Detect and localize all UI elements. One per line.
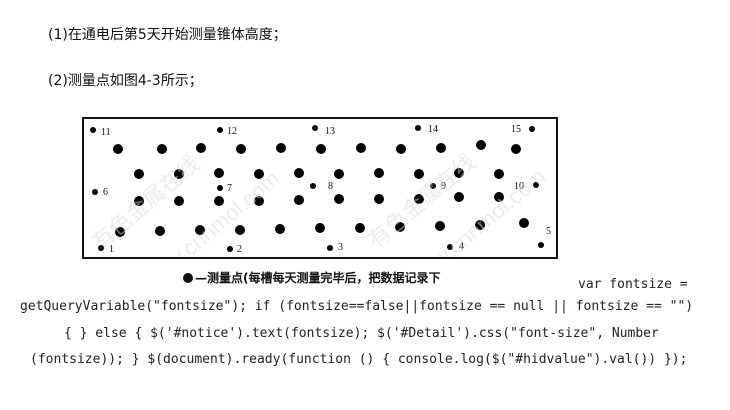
point-label-3: 3 — [338, 242, 343, 253]
measurement-point-markers — [90, 125, 544, 252]
measurement-dot — [174, 169, 184, 179]
measurement-dot — [214, 196, 224, 206]
point-marker-7 — [217, 185, 223, 191]
measurement-dot — [174, 196, 184, 206]
point-label-4: 4 — [459, 241, 464, 252]
measurement-dot — [254, 196, 264, 206]
measurement-dot — [195, 225, 205, 235]
point-marker-5 — [538, 242, 544, 248]
point-label-7: 7 — [227, 183, 232, 194]
measurement-dot — [355, 223, 365, 233]
measurement-dot — [294, 195, 304, 205]
measurement-dot — [414, 169, 424, 179]
point-label-5: 5 — [546, 226, 551, 237]
instruction-step-2: (2)测量点如图4-3所示； — [48, 73, 203, 89]
point-label-2: 2 — [237, 244, 242, 255]
diagram-canvas: 1 2 3 4 5 6 7 8 9 10 11 12 13 14 15 有色金属… — [87, 124, 551, 257]
point-label-8: 8 — [328, 181, 333, 192]
measurement-dots — [113, 140, 529, 237]
point-marker-10 — [533, 182, 539, 188]
measurement-dot — [374, 194, 384, 204]
measurement-dot — [334, 169, 344, 179]
measurement-dot — [356, 143, 366, 153]
point-label-12: 12 — [227, 126, 237, 137]
measurement-dot — [157, 144, 167, 154]
measurement-dot — [476, 140, 486, 150]
point-marker-15 — [529, 126, 535, 132]
point-marker-1 — [98, 245, 104, 251]
point-label-1: 1 — [109, 244, 114, 255]
point-marker-11 — [90, 127, 96, 133]
measurement-dot — [396, 144, 406, 154]
measurement-dot — [334, 194, 344, 204]
measurement-dot — [475, 220, 485, 230]
measurement-dot — [276, 143, 286, 153]
measurement-point-dot-icon — [183, 273, 193, 283]
measurement-dot — [454, 168, 464, 178]
watermarks: 有色金属在线 www.cnnmol.com 有色金属在线 www.cnnmol.… — [87, 149, 550, 257]
point-label-6: 6 — [103, 187, 108, 198]
measurement-dot — [113, 144, 123, 154]
measurement-dot — [235, 225, 245, 235]
measurement-dot — [134, 196, 144, 206]
legend-text: —测量点(每槽每天测量完毕后，把数据记录下 — [195, 271, 441, 285]
point-marker-9 — [430, 183, 436, 189]
point-label-13: 13 — [325, 126, 335, 137]
instruction-step-1: (1)在通电后第5天开始测量锥体高度； — [48, 27, 287, 43]
measurement-dot — [395, 222, 405, 232]
measurement-dot — [435, 221, 445, 231]
point-marker-14 — [415, 125, 421, 131]
measurement-dot — [196, 143, 206, 153]
measurement-dot — [494, 192, 504, 202]
point-marker-13 — [312, 125, 318, 131]
measurement-dot — [454, 192, 464, 202]
measurement-dot — [315, 223, 325, 233]
measurement-dot — [115, 227, 125, 237]
point-marker-2 — [227, 246, 233, 252]
measurement-point-diagram: 1 2 3 4 5 6 7 8 9 10 11 12 13 14 15 有色金属… — [82, 117, 558, 259]
point-label-14: 14 — [428, 124, 438, 135]
point-marker-12 — [217, 127, 223, 133]
code-line-4: (fontsize)); } $(document).ready(functio… — [30, 352, 688, 367]
code-line-1: var fontsize = — [578, 277, 688, 292]
point-marker-3 — [327, 245, 333, 251]
measurement-dot — [134, 169, 144, 179]
measurement-dot — [236, 144, 246, 154]
measurement-dot — [254, 169, 264, 179]
point-label-9: 9 — [441, 181, 446, 192]
code-line-3: { } else { $('#notice').text(fontsize); … — [64, 326, 659, 341]
point-labels: 1 2 3 4 5 6 7 8 9 10 11 12 13 14 15 — [101, 124, 551, 255]
point-marker-8 — [310, 183, 316, 189]
point-label-15: 15 — [511, 124, 521, 135]
measurement-dot — [214, 168, 224, 178]
measurement-dot — [275, 224, 285, 234]
legend: —测量点(每槽每天测量完毕后，把数据记录下 — [183, 269, 441, 286]
code-line-2: getQueryVariable("fontsize"); if (fontsi… — [20, 299, 694, 314]
measurement-dot — [414, 194, 424, 204]
measurement-dot — [494, 169, 504, 179]
measurement-dot — [294, 168, 304, 178]
point-label-11: 11 — [101, 127, 111, 138]
point-label-10: 10 — [514, 181, 524, 192]
measurement-dot — [155, 226, 165, 236]
measurement-dot — [374, 168, 384, 178]
measurement-dot — [519, 218, 529, 228]
measurement-dot — [436, 143, 446, 153]
measurement-dot — [316, 144, 326, 154]
point-marker-6 — [92, 189, 98, 195]
measurement-dot — [511, 144, 521, 154]
point-marker-4 — [447, 244, 453, 250]
